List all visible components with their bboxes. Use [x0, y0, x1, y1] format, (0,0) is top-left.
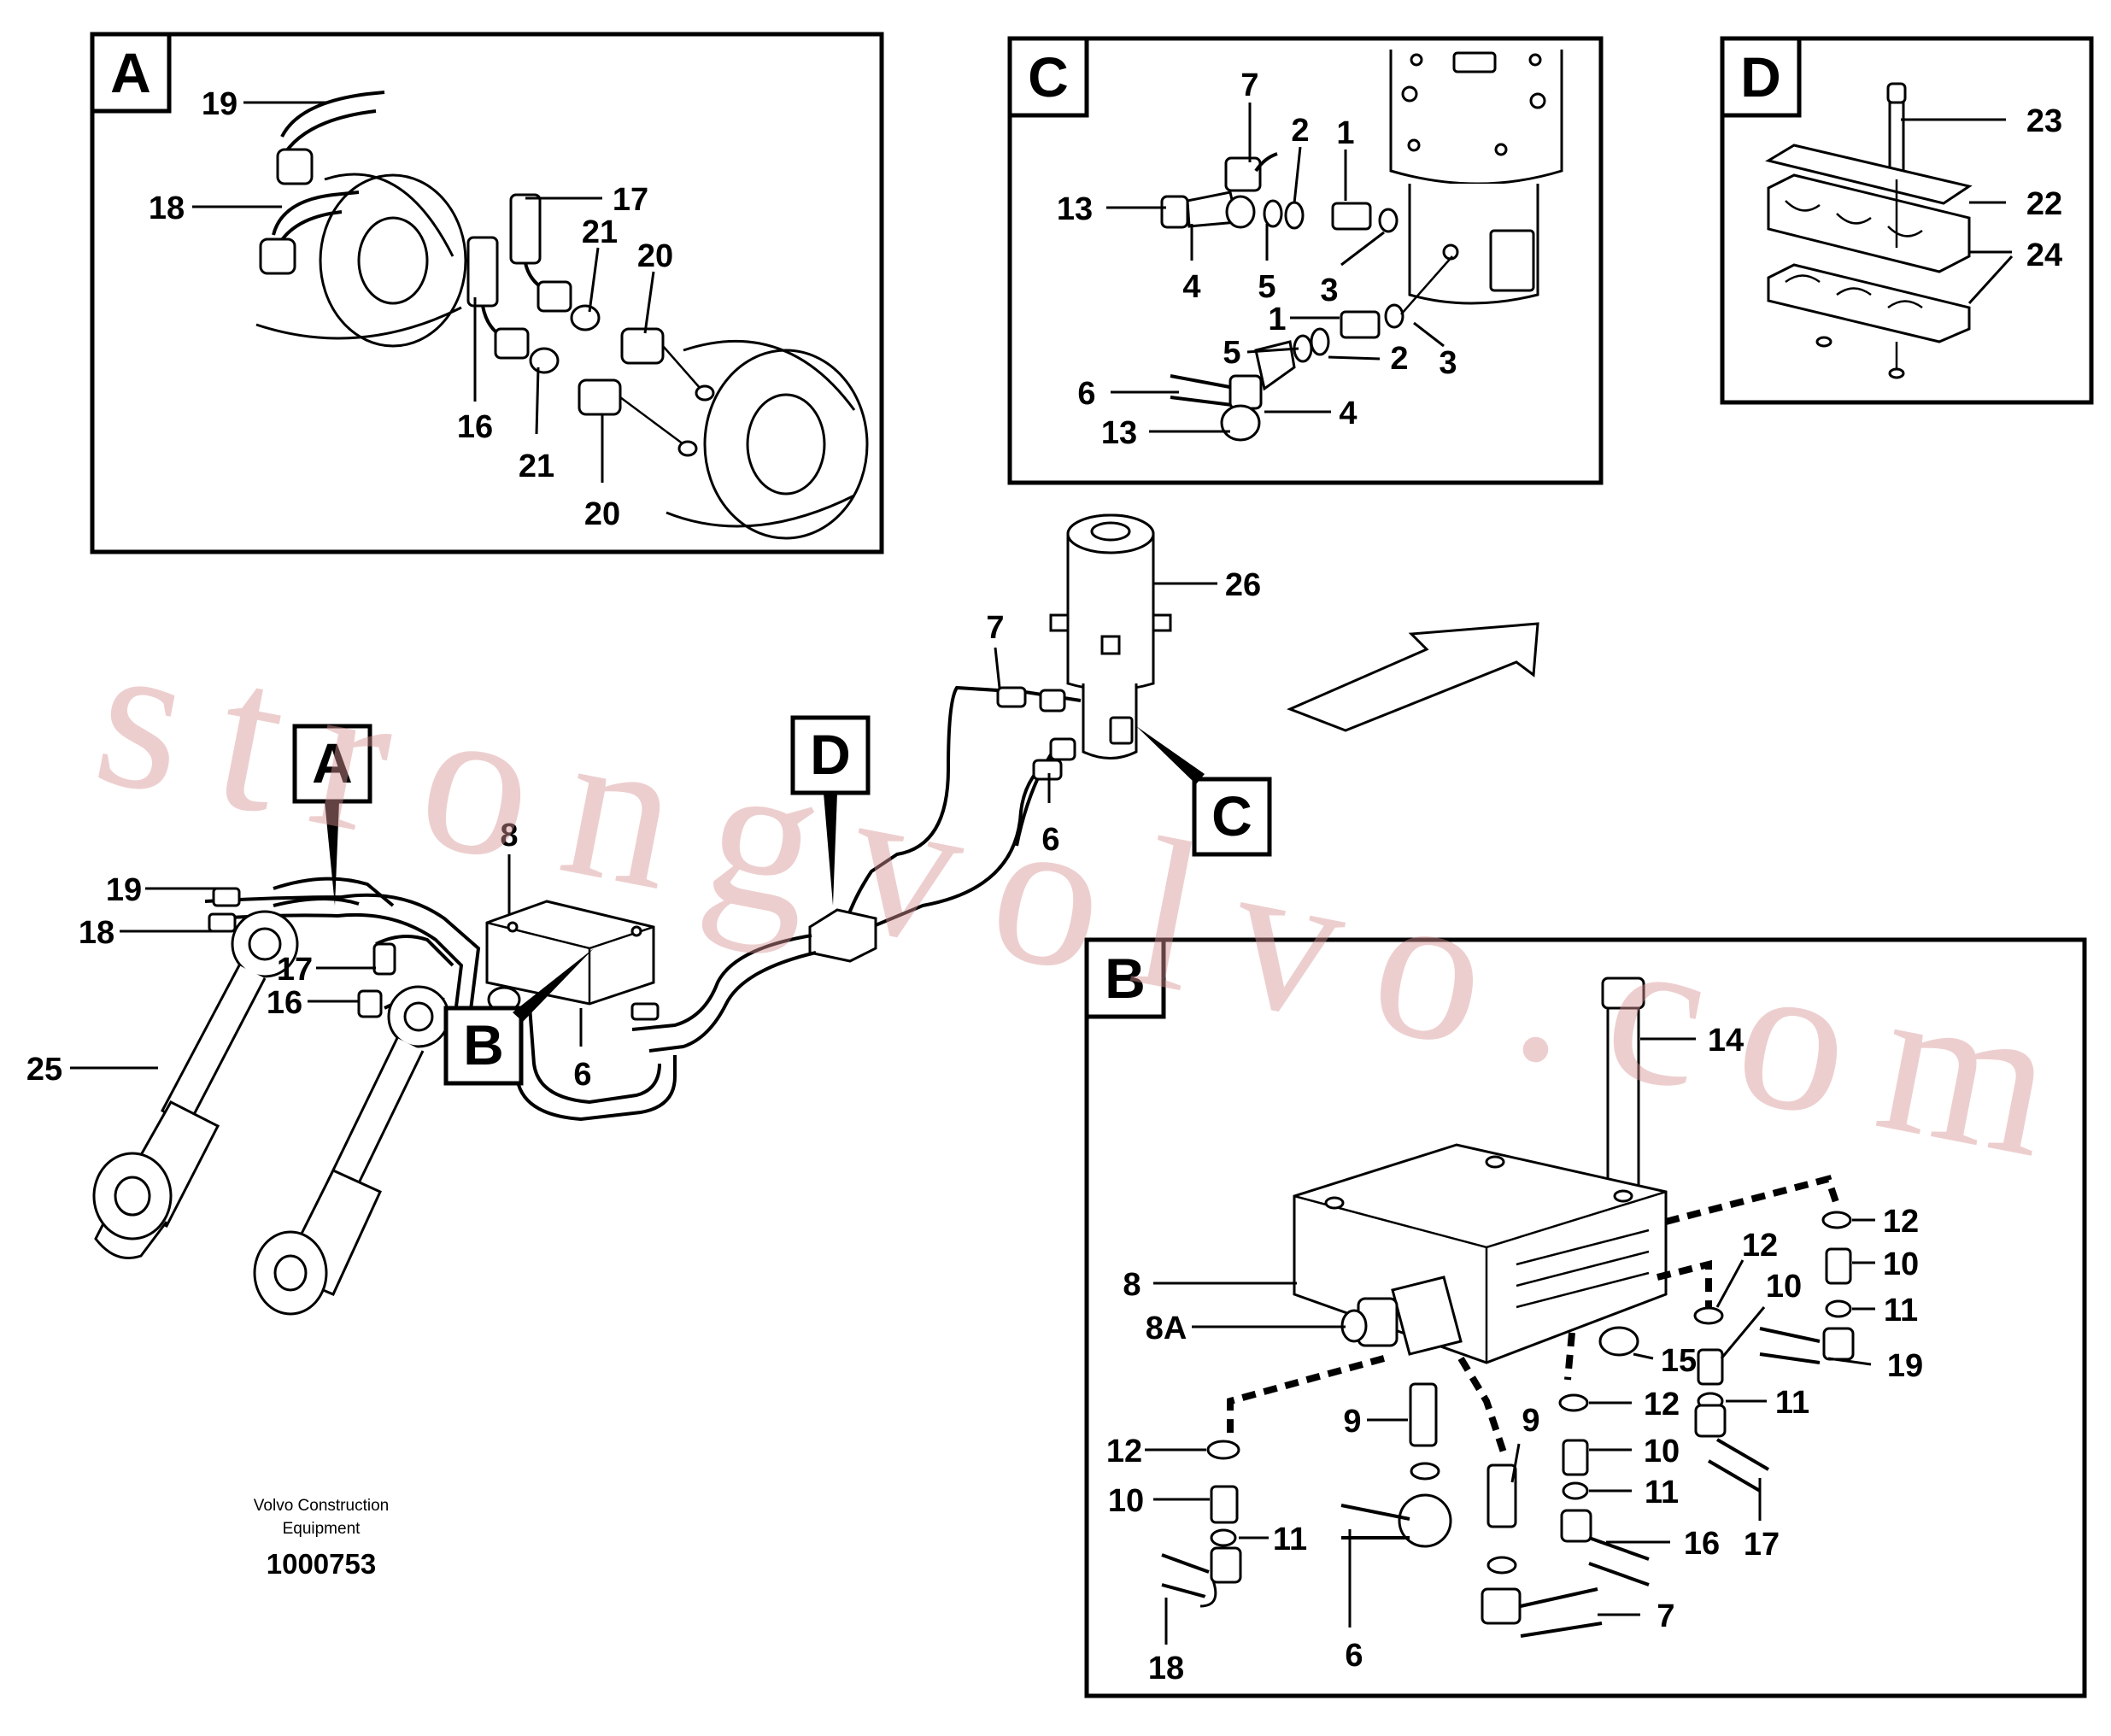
- main-tag-a: A: [292, 724, 372, 906]
- callout-11: 11: [1273, 1522, 1307, 1557]
- callout-6: 6: [1345, 1638, 1363, 1674]
- callout-14: 14: [1708, 1023, 1744, 1059]
- panel-a-callouts: 19 18 17 21 20 16 21 20: [149, 86, 673, 532]
- callout-7: 7: [986, 610, 1004, 646]
- callout-1: 1: [1336, 115, 1354, 151]
- panel-b-drawing: [1161, 976, 1855, 1638]
- panel-d-drawing: [1765, 82, 1973, 379]
- detail-panel-b: B: [1084, 937, 2087, 1698]
- callout-5: 5: [1258, 269, 1275, 305]
- svg-text:C: C: [1211, 784, 1252, 847]
- callout-3: 3: [1439, 345, 1457, 381]
- callout-10: 10: [1644, 1434, 1680, 1469]
- callout-21: 21: [582, 214, 618, 250]
- callout-8: 8: [500, 818, 518, 853]
- callout-9: 9: [1343, 1404, 1361, 1440]
- callout-12: 12: [1644, 1387, 1680, 1422]
- callout-12: 12: [1106, 1434, 1142, 1469]
- callout-19: 19: [106, 872, 142, 908]
- detail-panel-a: A: [90, 32, 884, 554]
- callout-16: 16: [267, 985, 302, 1021]
- callout-17: 17: [277, 952, 313, 988]
- panel-d-tag: D: [1740, 45, 1781, 108]
- callout-11: 11: [1884, 1293, 1918, 1328]
- svg-text:B: B: [463, 1013, 504, 1076]
- callout-22: 22: [2026, 186, 2062, 222]
- svg-text:A: A: [312, 731, 353, 795]
- callout-17: 17: [1744, 1527, 1780, 1563]
- company-name-line1: Volvo Construction: [254, 1497, 389, 1515]
- direction-arrow-icon: [1287, 622, 1539, 732]
- callout-16: 16: [457, 409, 493, 445]
- callout-10: 10: [1883, 1246, 1919, 1282]
- callout-6: 6: [573, 1057, 591, 1093]
- panel-d-callouts: 23 22 24: [1901, 103, 2062, 305]
- callout-19: 19: [1887, 1348, 1923, 1384]
- company-name-line2: Equipment: [283, 1520, 361, 1538]
- main-assembly: A D B C 26 7 6 8 19 18 17: [26, 513, 1539, 1316]
- callout-11: 11: [1645, 1475, 1679, 1510]
- callout-13: 13: [1057, 191, 1093, 227]
- main-tag-d: D: [790, 715, 871, 906]
- callout-2: 2: [1390, 341, 1408, 377]
- panel-c-tag: C: [1028, 45, 1069, 108]
- detail-panel-c: C: [1007, 36, 1604, 485]
- panel-b-tag: B: [1105, 947, 1146, 1010]
- panel-c-drawing: [1160, 50, 1563, 442]
- callout-1: 1: [1268, 302, 1286, 337]
- callout-3: 3: [1320, 273, 1338, 308]
- callout-8: 8: [1123, 1267, 1141, 1303]
- callout-12: 12: [1883, 1204, 1919, 1240]
- callout-4: 4: [1339, 396, 1357, 431]
- cylinder-25: [92, 910, 299, 1259]
- callout-20: 20: [584, 496, 620, 532]
- callout-15: 15: [1661, 1343, 1697, 1379]
- callout-18: 18: [1148, 1651, 1184, 1686]
- callout-10: 10: [1108, 1483, 1144, 1519]
- callout-19: 19: [202, 86, 237, 122]
- panel-a-drawing: [255, 91, 869, 540]
- callout-10: 10: [1766, 1269, 1802, 1305]
- callout-2: 2: [1291, 113, 1309, 149]
- cylinder-25-right: [253, 985, 450, 1316]
- callout-21: 21: [519, 449, 554, 484]
- callout-17: 17: [613, 182, 648, 218]
- callout-5: 5: [1223, 335, 1240, 371]
- svg-text:D: D: [810, 723, 851, 786]
- callout-8a: 8A: [1146, 1311, 1187, 1346]
- callout-20: 20: [637, 238, 673, 274]
- callout-16: 16: [1684, 1526, 1720, 1562]
- drawing-number: 1000753: [267, 1548, 376, 1580]
- callout-11: 11: [1775, 1385, 1809, 1421]
- callout-13: 13: [1101, 415, 1137, 451]
- callout-18: 18: [79, 915, 114, 951]
- panel-a-tag: A: [110, 41, 151, 104]
- callout-9: 9: [1522, 1403, 1539, 1439]
- swivel-26: [1049, 513, 1172, 760]
- callout-6: 6: [1077, 376, 1095, 412]
- panel-b-callouts: 14 8 8A 12 10 11 18 9 6 9 7 12 10: [1106, 1023, 1923, 1686]
- callout-18: 18: [149, 191, 185, 226]
- panel-c-callouts: 7 2 1 13 4 5 3 1 5 2 3 6 4 13: [1057, 67, 1457, 451]
- callout-26: 26: [1225, 567, 1261, 603]
- callout-4: 4: [1182, 269, 1200, 305]
- main-tag-b: B: [443, 948, 594, 1086]
- main-tag-c: C: [1136, 726, 1272, 857]
- callout-25: 25: [26, 1052, 62, 1088]
- callout-7: 7: [1240, 67, 1258, 103]
- callout-23: 23: [2026, 103, 2062, 139]
- callout-12: 12: [1742, 1228, 1778, 1264]
- detail-panel-d: D 23 22 24: [1720, 36, 2094, 405]
- callout-24: 24: [2026, 238, 2062, 273]
- callout-6: 6: [1041, 822, 1059, 858]
- callout-7: 7: [1657, 1598, 1674, 1634]
- footer: Volvo Construction Equipment 1000753: [254, 1497, 389, 1580]
